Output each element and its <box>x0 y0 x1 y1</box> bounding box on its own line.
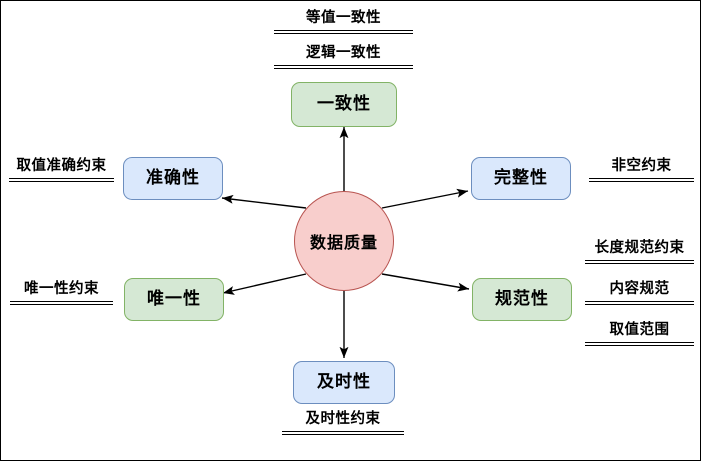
node-consistency-label: 一致性 <box>317 94 371 114</box>
constraint-rule-top <box>10 300 113 302</box>
node-consistency[interactable]: 一致性 <box>291 82 397 127</box>
edge-to-completeness <box>381 188 469 209</box>
constraint-label: 逻辑一致性 <box>306 45 381 61</box>
constraint-rule-bottom <box>589 181 694 183</box>
constraint-rule-bottom <box>10 304 113 306</box>
constraint-rule-bottom <box>274 33 413 35</box>
constraint-label: 非空约束 <box>611 158 672 174</box>
node-accuracy[interactable]: 准确性 <box>123 157 223 200</box>
constraint-equal-value-consistency: 等值一致性 <box>274 10 413 35</box>
constraint-label: 取值准确约束 <box>16 158 107 174</box>
constraint-rule-bottom <box>282 434 404 436</box>
node-uniqueness[interactable]: 唯一性 <box>124 278 224 321</box>
constraint-length-spec: 长度规范约束 <box>585 240 694 265</box>
node-completeness[interactable]: 完整性 <box>471 157 571 200</box>
constraint-timeliness: 及时性约束 <box>282 411 404 436</box>
edge-to-accuracy <box>221 194 307 209</box>
constraint-not-null: 非空约束 <box>589 158 694 183</box>
constraint-uniqueness: 唯一性约束 <box>10 281 113 306</box>
node-uniqueness-label: 唯一性 <box>147 289 201 309</box>
constraint-label: 取值范围 <box>609 322 670 338</box>
node-timeliness[interactable]: 及时性 <box>293 361 395 404</box>
constraint-label: 长度规范约束 <box>594 240 685 256</box>
constraint-label: 唯一性约束 <box>24 281 99 297</box>
constraint-label: 内容规范 <box>609 281 670 297</box>
constraint-label: 等值一致性 <box>306 10 381 26</box>
node-normativity-label: 规范性 <box>495 289 549 309</box>
constraint-rule-top <box>274 29 413 31</box>
center-node-data-quality[interactable]: 数据质量 <box>294 191 394 291</box>
constraint-label: 及时性约束 <box>305 411 381 427</box>
node-normativity[interactable]: 规范性 <box>472 278 572 321</box>
edge-to-uniqueness <box>222 273 307 295</box>
node-timeliness-label: 及时性 <box>317 372 371 392</box>
constraint-rule-top <box>585 259 694 261</box>
constraint-rule-bottom <box>274 68 413 70</box>
constraint-rule-top <box>589 177 694 179</box>
constraint-rule-bottom <box>585 304 694 306</box>
constraint-value-range: 取值范围 <box>585 322 694 347</box>
constraint-rule-top <box>274 64 413 66</box>
node-completeness-label: 完整性 <box>494 168 548 188</box>
node-accuracy-label: 准确性 <box>146 168 200 188</box>
constraint-rule-bottom <box>9 181 114 183</box>
constraint-rule-top <box>282 430 404 432</box>
edge-to-normativity <box>381 273 470 292</box>
center-node-label: 数据质量 <box>309 233 378 252</box>
constraint-rule-top <box>585 341 694 343</box>
constraint-rule-top <box>9 177 114 179</box>
constraint-content-spec: 内容规范 <box>585 281 694 306</box>
constraint-rule-bottom <box>585 263 694 265</box>
constraint-rule-bottom <box>585 345 694 347</box>
constraint-rule-top <box>585 300 694 302</box>
constraint-value-accuracy: 取值准确约束 <box>9 158 114 183</box>
constraint-logical-consistency: 逻辑一致性 <box>274 45 413 70</box>
